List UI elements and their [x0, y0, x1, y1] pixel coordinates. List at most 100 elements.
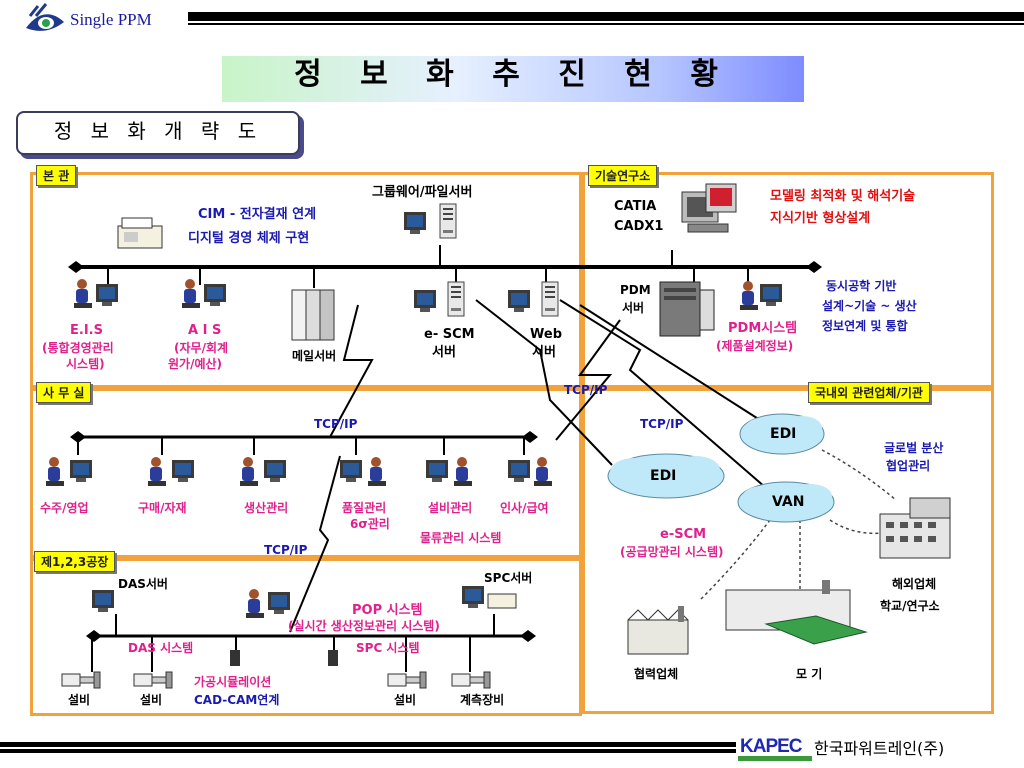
mail-server-icon: [291, 289, 335, 341]
machine-3-icon: [387, 671, 427, 689]
spc-system-label: SPC 시스템: [356, 641, 420, 655]
group-server-label: 그룹웨어/파일서버: [372, 185, 473, 200]
region-office: [30, 388, 582, 558]
catia-label: CATIA: [614, 199, 657, 214]
edi-cloud-1-icon: [739, 413, 825, 455]
ais-label: A I S: [188, 323, 222, 338]
eis-desc-2: 시스템): [66, 357, 105, 371]
brand-label: Single PPM: [70, 10, 152, 29]
kapec-logo-underline: [738, 756, 812, 761]
pdm-system-label-2: (제품설계정보): [716, 339, 794, 353]
purchase-user-icon: [148, 457, 194, 486]
catia-workstation-icon: [681, 183, 737, 233]
measure-equipment-label: 계측장비: [460, 693, 505, 707]
web-server-label-2: 서버: [532, 345, 556, 360]
parent-factory-icon: [725, 580, 868, 645]
pdm-server-label-1: PDM: [620, 283, 651, 297]
partners-label: 협력업체: [634, 667, 679, 681]
kapec-logo: KAPEC: [740, 736, 803, 757]
das-system-label: DAS 시스템: [128, 641, 194, 655]
parent-company-label: 모 기: [796, 667, 823, 681]
region-factory: [30, 558, 582, 716]
hr-user-icon: [508, 457, 552, 486]
production-user-icon: [240, 457, 286, 486]
das-terminal-icon: [230, 650, 240, 666]
pop-user-icon: [246, 589, 290, 618]
van-label: VAN: [772, 494, 805, 510]
pdm-user-icon: [740, 281, 782, 310]
web-server-icon: [508, 281, 559, 317]
tag-office: 사 무 실: [36, 382, 92, 403]
concurrent-label-2: 설계~기술 ~ 생산: [822, 299, 917, 313]
equipment-label: 설비관리: [428, 501, 473, 515]
production-label: 생산관리: [244, 501, 289, 515]
tag-external: 국내외 관련업체/기관: [808, 382, 930, 403]
logistics-label: 물류관리 시스템: [420, 531, 502, 545]
equipment-user-icon: [426, 457, 472, 486]
wan-tcpip-label-1: TCP/IP: [564, 383, 608, 397]
group-server-icon: [404, 203, 457, 239]
cad-cam-label: CAD-CAM연계: [194, 693, 280, 707]
company-name: 한국파워트레인(주): [814, 739, 945, 758]
edi-label-2: EDI: [650, 468, 677, 484]
overseas-label-1: 해외업체: [892, 577, 937, 591]
overseas-building-icon: [879, 497, 951, 559]
equipment-1-label: 설비: [68, 693, 91, 707]
tag-factory: 제1,2,3공장: [34, 551, 116, 572]
ais-desc-1: (자무/회계: [174, 341, 229, 355]
cim-label-2: 디지털 경영 체제 구현: [188, 231, 310, 246]
page-subtitle: 정 보 화 개 략 도: [53, 119, 263, 143]
machine-1-icon: [61, 671, 101, 689]
spc-server-label: SPC서버: [484, 571, 533, 585]
partner-factory-icon: [627, 606, 689, 655]
machine-2-icon: [133, 671, 173, 689]
measure-machine-icon: [451, 671, 491, 689]
ais-desc-2: 원가/예산): [168, 357, 223, 371]
overseas-label-2: 학교/연구소: [880, 599, 940, 613]
global-label-2: 협업관리: [886, 459, 931, 473]
pdm-server-label-2: 서버: [622, 301, 645, 315]
global-label-1: 글로벌 분산: [884, 441, 944, 455]
spc-server-icon: [462, 586, 517, 609]
escm-server-icon: [414, 281, 465, 317]
modeling-label-2: 지식기반 형상설계: [770, 211, 871, 226]
title-banner: [222, 56, 804, 102]
eis-desc-1: (통합경영관리: [42, 341, 114, 355]
eis-user-icon: [74, 279, 118, 308]
page-title: 정 보 화 추 진 현 황: [294, 57, 732, 92]
subtitle-box: [16, 111, 300, 155]
eis-label: E.I.S: [70, 323, 103, 338]
region-hq: [30, 172, 582, 388]
escm-server-label-1: e- SCM: [424, 327, 475, 342]
fax-machine-icon: [117, 217, 163, 249]
cam-sim-label: 가공시뮬레이션: [194, 675, 272, 689]
sales-user-icon: [46, 457, 92, 486]
pop-label-2: (실시간 생산정보관리 시스템): [288, 619, 440, 633]
equipment-2-label: 설비: [140, 693, 163, 707]
region-research: [582, 172, 994, 388]
web-server-label-1: Web: [530, 327, 562, 342]
sales-label: 수주/영업: [40, 501, 89, 515]
das-server-icon: [92, 590, 114, 612]
mail-server-label: 메일서버: [292, 349, 337, 363]
wan-tcpip-label-2: TCP/IP: [640, 417, 684, 431]
ais-user-icon: [182, 279, 226, 308]
escm-label-2: (공급망관리 시스템): [620, 545, 724, 559]
office-tcpip-label: TCP/IP: [314, 417, 358, 431]
header-rule: [188, 12, 1024, 25]
quality-label-2: 6σ관리: [350, 517, 390, 531]
escm-label-1: e-SCM: [660, 527, 707, 542]
pdm-system-label-1: PDM시스템: [728, 321, 798, 336]
edi-label-1: EDI: [770, 426, 797, 442]
spc-terminal-icon: [328, 650, 338, 666]
region-external: [582, 388, 994, 714]
van-cloud-icon: [737, 481, 835, 523]
quality-user-icon: [340, 457, 386, 486]
concurrent-label-1: 동시공학 기반: [826, 279, 897, 293]
tag-hq: 본 관: [36, 165, 77, 186]
factory-tcpip-label: TCP/IP: [264, 543, 308, 557]
purchase-label: 구매/자재: [138, 501, 187, 515]
eye-logo-icon: [26, 3, 64, 31]
equipment-3-label: 설비: [394, 693, 417, 707]
